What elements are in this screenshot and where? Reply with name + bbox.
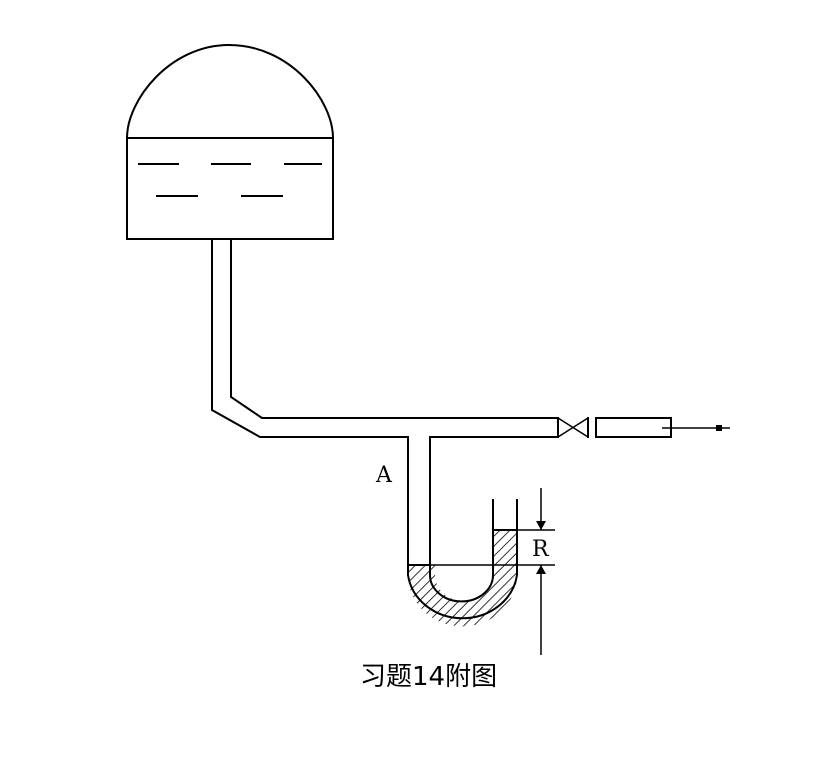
outlet-pipe (211, 238, 559, 566)
liquid-surface-marks (138, 163, 322, 197)
tank-dome (125, 43, 335, 140)
point-a-label: A (375, 463, 393, 488)
valve (557, 417, 589, 438)
reading-r-dimension: R (430, 488, 555, 655)
u-tube-manometer (407, 436, 518, 627)
reading-r-label: R (532, 537, 550, 562)
storage-tank (125, 43, 335, 240)
discharge-pipe (595, 417, 730, 438)
tank-body (126, 137, 334, 240)
figure-caption: 习题14附图 (360, 662, 497, 692)
